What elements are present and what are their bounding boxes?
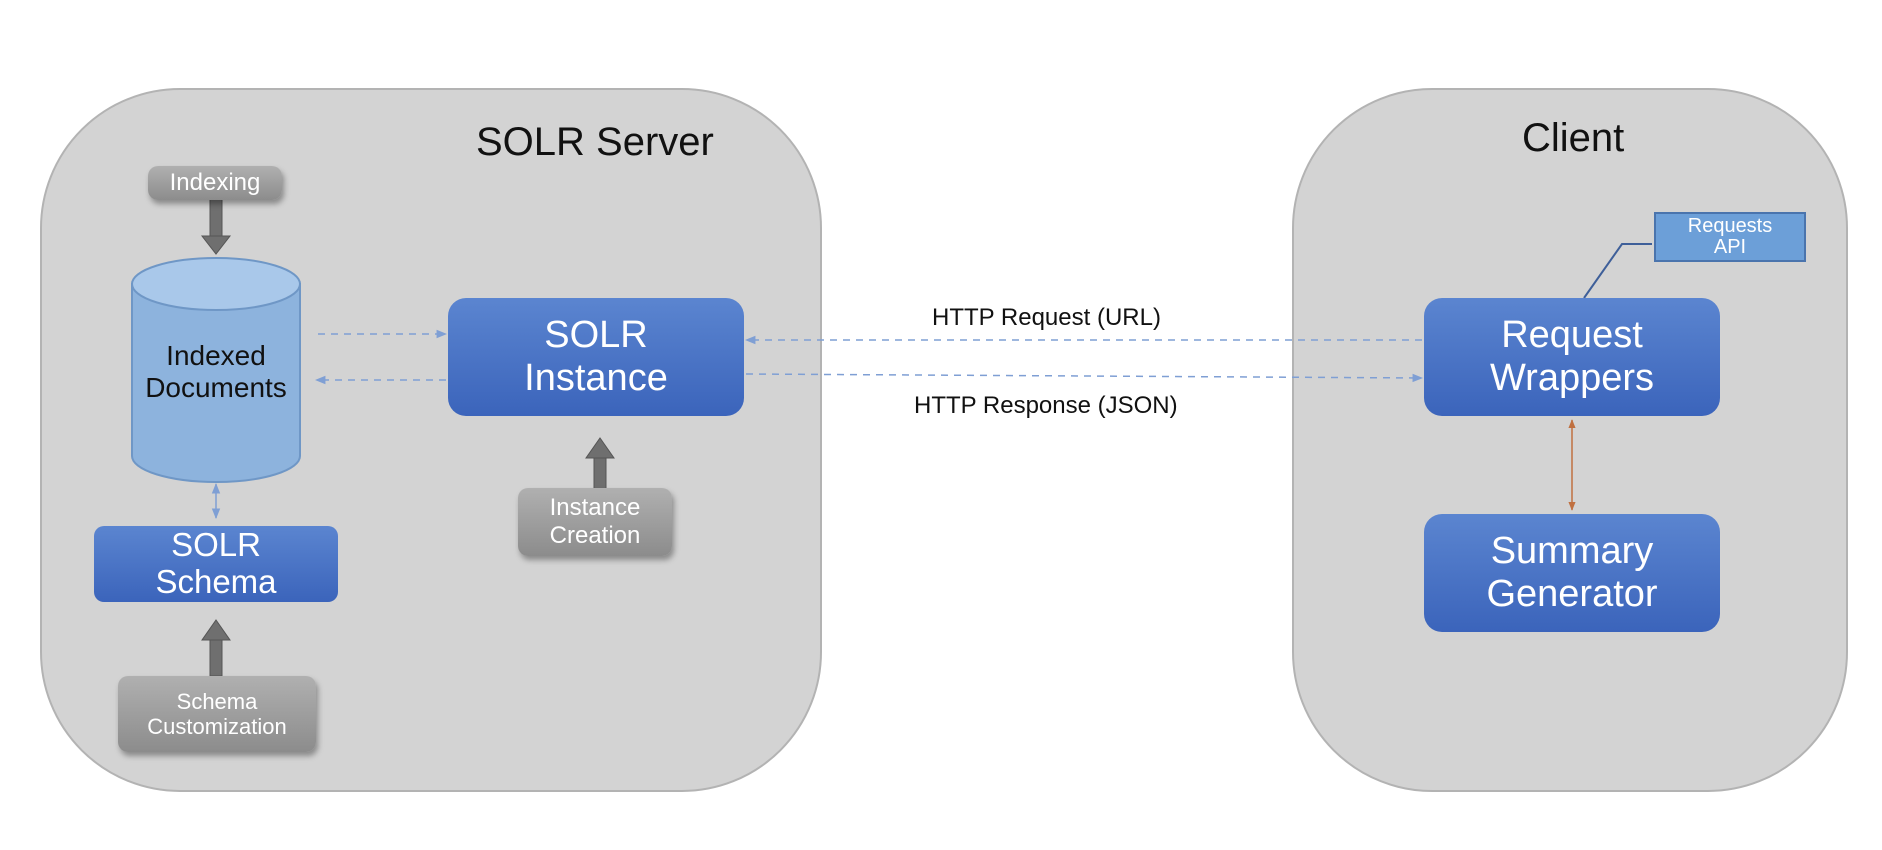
http-response-dashed-arrow	[745, 373, 1424, 383]
instance-creation-box: Instance Creation	[518, 488, 672, 556]
indexed-documents-line1: Indexed	[166, 340, 266, 371]
client-title: Client	[1522, 116, 1625, 160]
requests-api-callout-line	[1583, 243, 1652, 299]
http-response-label: HTTP Response (JSON)	[914, 392, 1178, 419]
indexing-label: Indexing	[169, 169, 261, 197]
solr-schema-line1: SOLR	[171, 526, 261, 564]
instance-creation-line2: Creation	[549, 522, 641, 549]
summary-generator-box: Summary Generator	[1424, 514, 1720, 632]
solr-instance-box: SOLR Instance	[448, 298, 744, 416]
solr-schema-box: SOLR Schema	[94, 526, 338, 602]
request-wrappers-line2: Wrappers	[1489, 357, 1655, 399]
request-wrappers-box: Request Wrappers	[1424, 298, 1720, 416]
solr-instance-line1: SOLR	[544, 314, 648, 357]
summary-generator-line1: Summary	[1490, 530, 1654, 573]
schema-customization-arrow-icon	[201, 619, 231, 677]
requests-api-line2: API	[1713, 236, 1747, 258]
instance-creation-line1: Instance	[549, 494, 641, 522]
indexed-documents-label: Indexed Documents	[132, 340, 300, 404]
database-cylinder-icon	[131, 257, 301, 483]
solr-instance-line2: Instance	[524, 357, 668, 399]
indexing-box: Indexing	[148, 166, 282, 200]
schema-customization-line1: Schema	[176, 688, 258, 714]
requests-api-line1: Requests	[1687, 215, 1773, 237]
indexed-documents-line2: Documents	[145, 372, 287, 404]
instance-creation-arrow-icon	[585, 437, 615, 491]
http-request-label: HTTP Request (URL)	[932, 304, 1161, 331]
request-wrappers-line1: Request	[1501, 314, 1643, 357]
indexing-arrow-icon	[200, 197, 232, 255]
schema-customization-line2: Customization	[147, 714, 287, 739]
requests-api-box: Requests API	[1654, 212, 1806, 262]
solr-schema-line2: Schema	[155, 563, 277, 600]
solr-server-title: SOLR Server	[476, 120, 714, 164]
schema-customization-box: Schema Customization	[118, 676, 316, 752]
summary-generator-line2: Generator	[1486, 573, 1658, 615]
